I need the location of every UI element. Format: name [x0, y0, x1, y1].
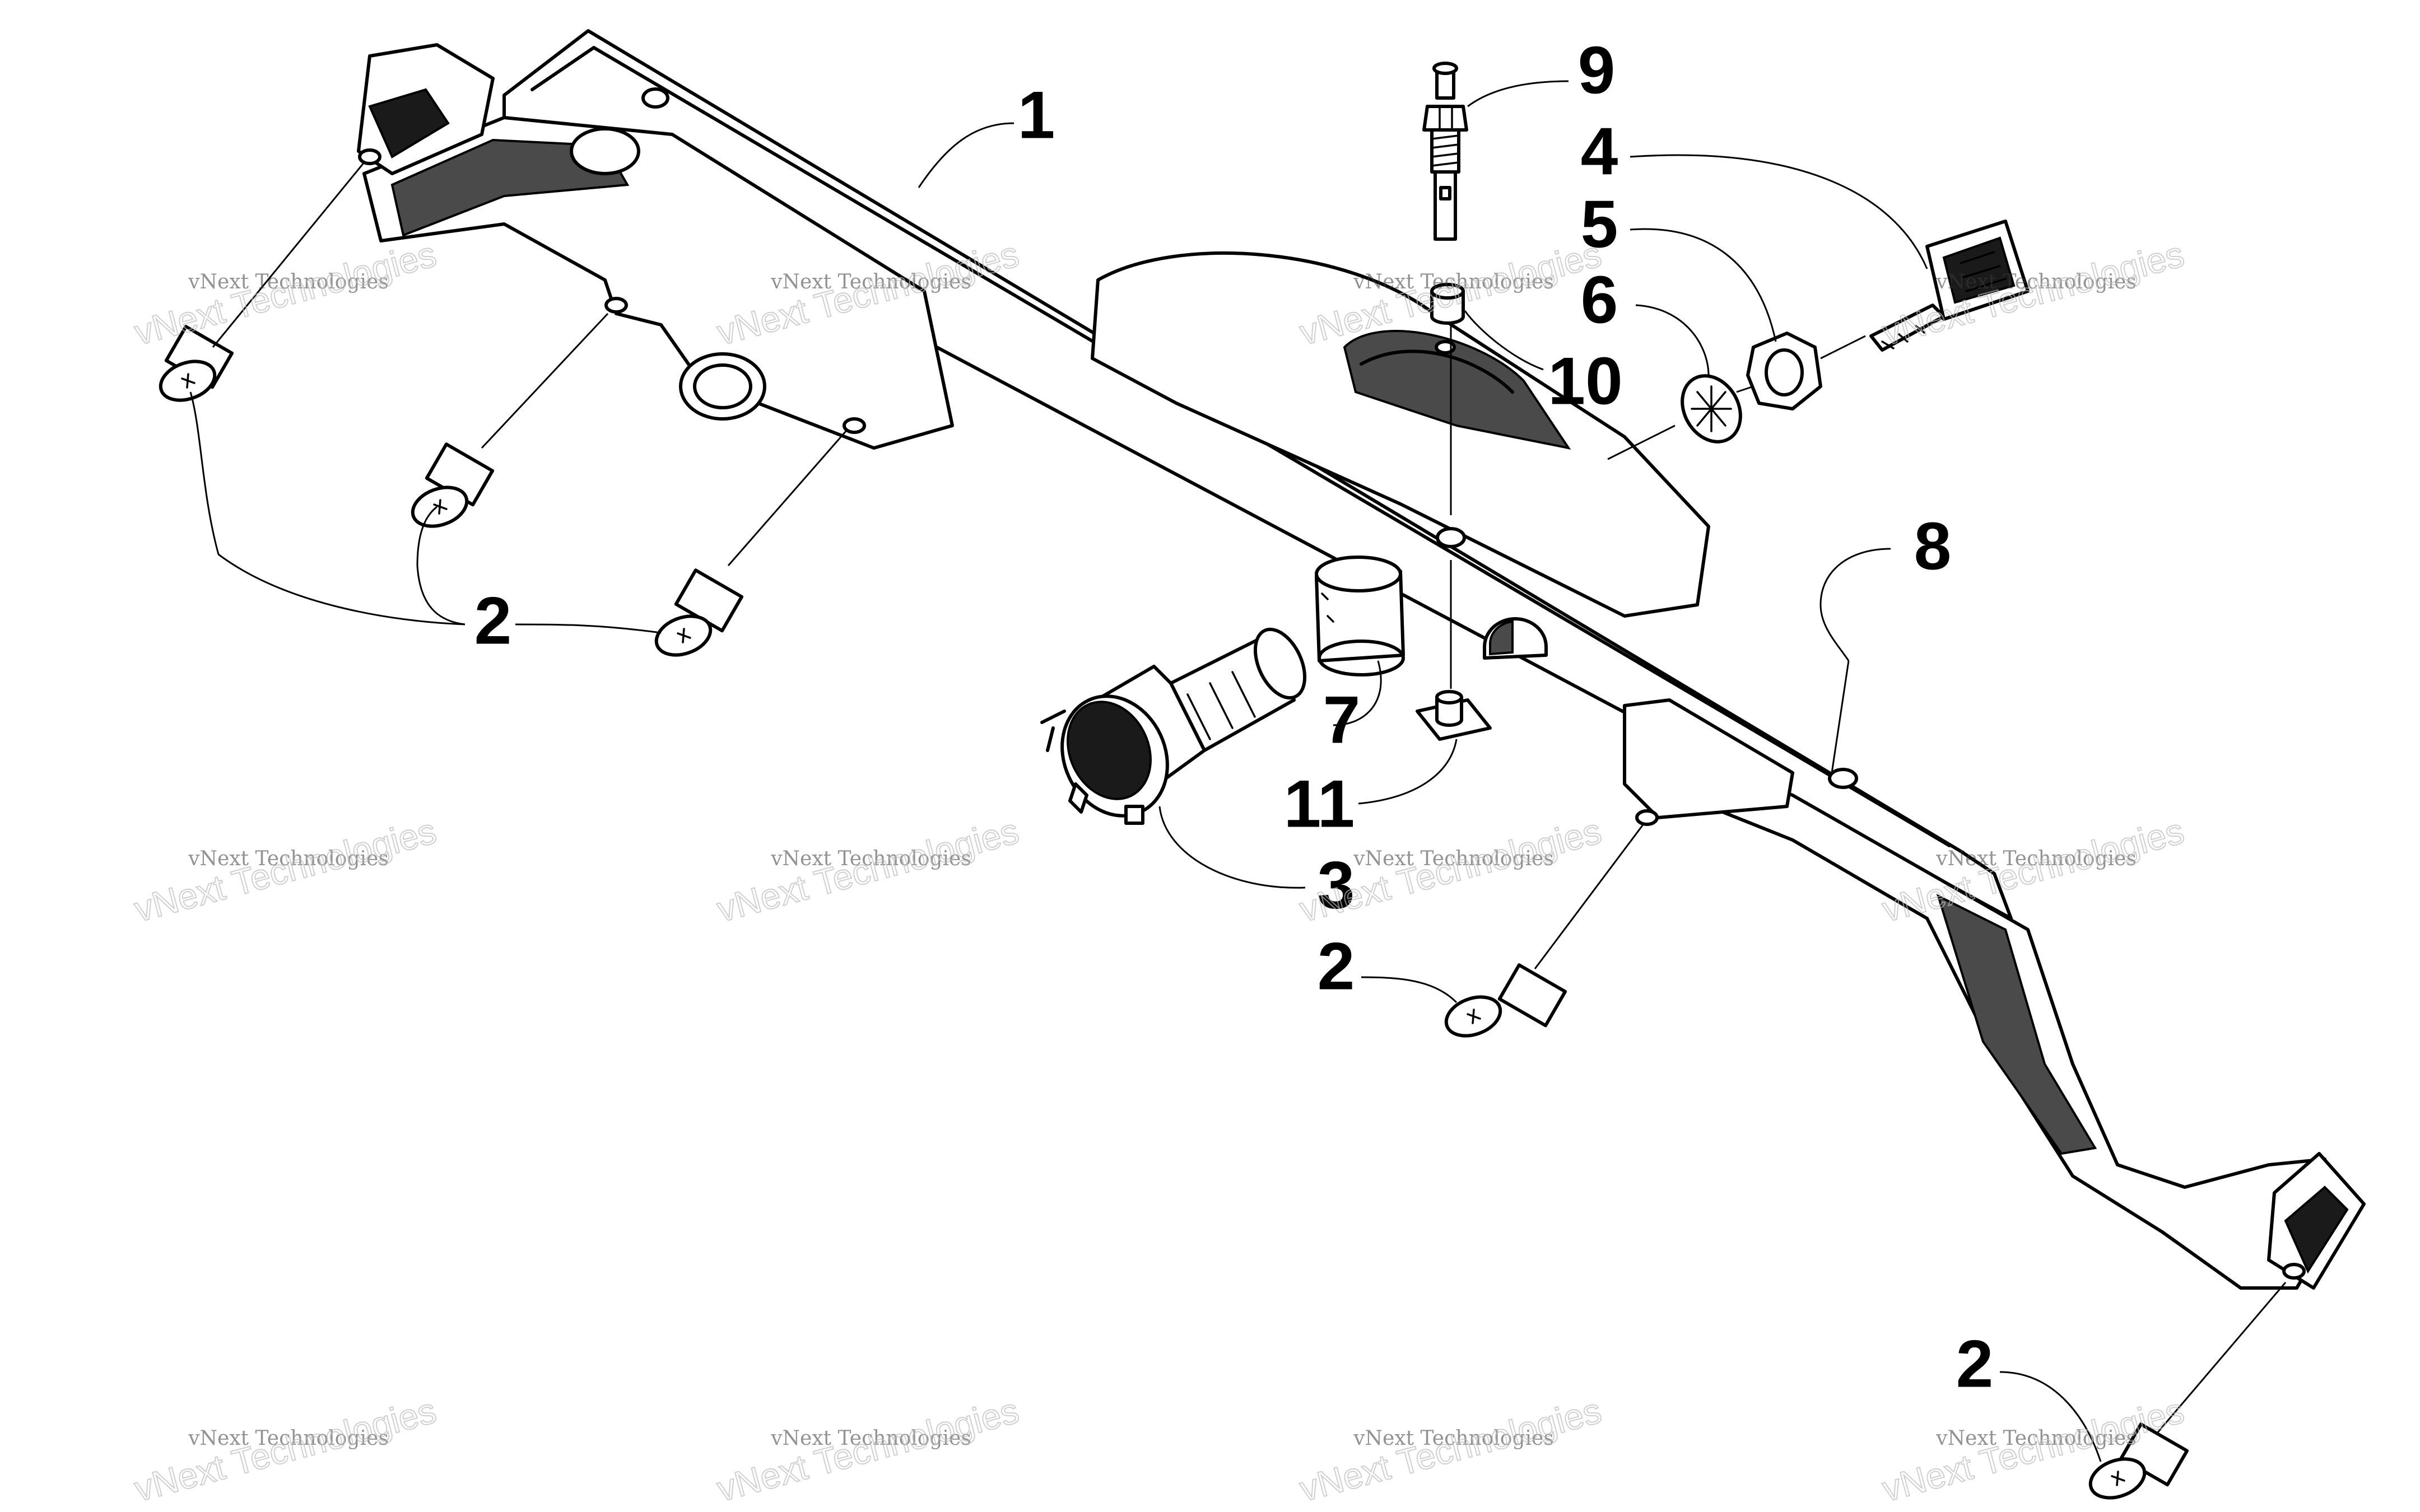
- plug-cap: [1483, 617, 1548, 660]
- watermark: vNext Technologies vNext Technologies: [713, 1389, 1024, 1510]
- ignition-key: [1869, 220, 2030, 352]
- watermark: vNext Technologies vNext Technologies: [1878, 233, 2189, 353]
- callout-2-right: 2: [1956, 1327, 1994, 1402]
- svg-text:vNext Technologies: vNext Technologies: [1935, 1427, 2137, 1450]
- svg-text:vNext Technologies: vNext Technologies: [770, 847, 971, 870]
- svg-text:vNext Technologies: vNext Technologies: [1353, 270, 1554, 293]
- watermark: vNext Technologies vNext Technologies: [713, 810, 1024, 930]
- console-panel: [357, 29, 2366, 1290]
- callout-10: 10: [1548, 344, 1622, 419]
- screw-upper-left: [159, 325, 234, 402]
- bracket-nut: [1416, 690, 1492, 741]
- svg-text:vNext Technologies: vNext Technologies: [131, 810, 441, 930]
- callout-11: 11: [1284, 767, 1355, 842]
- svg-text:vNext Technologies: vNext Technologies: [713, 1390, 1023, 1509]
- callout-9: 9: [1578, 33, 1616, 108]
- svg-text:vNext Technologies: vNext Technologies: [1353, 847, 1554, 870]
- svg-text:vNext Technologies: vNext Technologies: [188, 270, 389, 293]
- callout-2-center: 2: [1318, 929, 1355, 1004]
- screw-lower-right: [2088, 1422, 2189, 1500]
- callout-8: 8: [1914, 509, 1952, 584]
- screw-mid-left: [411, 442, 495, 528]
- fitting-valve: [1422, 62, 1468, 241]
- screw-center: [1444, 963, 1567, 1038]
- light-switch: [1040, 627, 1307, 825]
- svg-text:vNext Technologies: vNext Technologies: [770, 270, 971, 293]
- callout-2-left: 2: [474, 584, 512, 659]
- watermark: vNext Technologies vNext Technologies: [130, 810, 441, 930]
- sleeve: [1315, 556, 1405, 676]
- callout-3: 3: [1318, 848, 1355, 923]
- svg-text:vNext Technologies: vNext Technologies: [188, 1427, 389, 1450]
- svg-text:vNext Technologies: vNext Technologies: [1935, 847, 2137, 870]
- svg-text:vNext Technologies: vNext Technologies: [1353, 1427, 1554, 1450]
- watermark: vNext Technologies vNext Technologies: [130, 233, 441, 353]
- bushing: [1430, 283, 1465, 689]
- screw-lower-left: [654, 568, 744, 657]
- svg-text:vNext Technologies: vNext Technologies: [770, 1427, 971, 1450]
- svg-text:vNext Technologies: vNext Technologies: [1935, 270, 2137, 293]
- callout-4: 4: [1581, 114, 1618, 189]
- svg-text:vNext Technologies: vNext Technologies: [1296, 1390, 1606, 1509]
- watermark: vNext Technologies vNext Technologies: [1295, 1389, 1607, 1510]
- callout-5: 5: [1581, 187, 1618, 262]
- bezel-nut: [1746, 332, 1866, 410]
- svg-text:vNext Technologies: vNext Technologies: [131, 1390, 441, 1509]
- callout-7: 7: [1323, 683, 1361, 758]
- svg-text:vNext Technologies: vNext Technologies: [131, 234, 441, 353]
- star-washer: [1607, 374, 1754, 460]
- leader-lines: [189, 80, 2287, 1462]
- svg-text:vNext Technologies: vNext Technologies: [713, 810, 1023, 930]
- callout-1: 1: [1018, 78, 1055, 153]
- callouts: 1 2 2 2 3 4 5 6 7 8 9 10 11: [474, 33, 1994, 1402]
- callout-6: 6: [1581, 263, 1618, 338]
- watermark: vNext Technologies vNext Technologies: [130, 1389, 441, 1510]
- svg-text:vNext Technologies: vNext Technologies: [1878, 234, 2189, 353]
- svg-text:vNext Technologies: vNext Technologies: [188, 847, 389, 870]
